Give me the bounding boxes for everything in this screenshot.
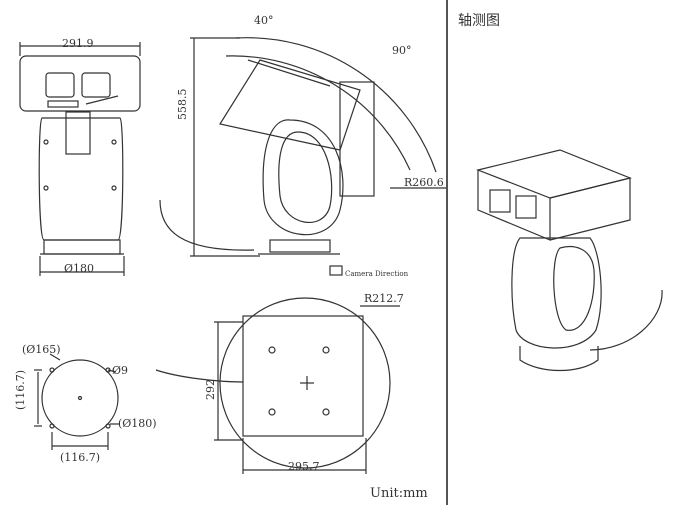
base-footprint: [34, 353, 120, 450]
top-width-label: 295.7: [288, 460, 320, 473]
side-radius-label: R260.6: [404, 176, 444, 189]
front-base-label: Ø180: [64, 262, 95, 275]
base-w-label: (116.7): [60, 451, 101, 464]
base-h-label: (116.7): [14, 369, 27, 410]
camera-direction-label: Camera Direction: [345, 270, 409, 278]
isometric-view: [476, 149, 663, 372]
base-bolt-label: Ø9: [112, 364, 129, 377]
base-dia-label: (Ø180): [118, 417, 157, 430]
side-view: [159, 37, 446, 276]
side-height-label: 558.5: [176, 88, 189, 121]
tilt-up-label: 40°: [254, 14, 274, 27]
front-view: [19, 42, 141, 276]
top-radius-label: R212.7: [364, 292, 404, 305]
top-view: [155, 297, 400, 474]
base-hole-label: (Ø165): [22, 343, 61, 356]
top-depth-label: 292: [204, 379, 217, 400]
unit-label: Unit:mm: [370, 486, 428, 501]
panel-divider: [446, 0, 448, 505]
isometric-title: 轴测图: [458, 13, 500, 29]
tilt-down-label: 90°: [392, 44, 412, 57]
front-width-label: 291.9: [62, 37, 94, 50]
